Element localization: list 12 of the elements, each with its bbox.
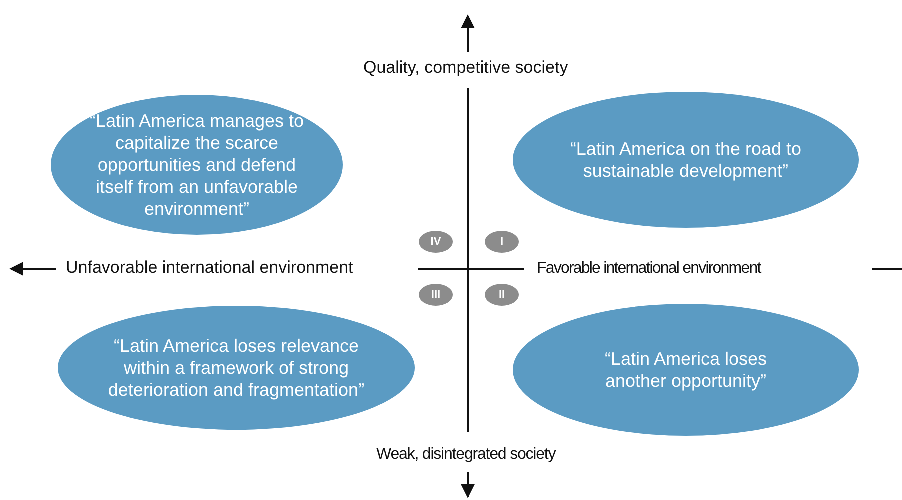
scenario-text: “Latin America loses relevance within a framework of strong deterioration and fragmentation” — [107, 335, 366, 401]
scenario-text: “Latin America manages to capitalize the scarce opportunities and defend itself from an unfavorable environment” — [88, 110, 306, 220]
quadrant-badge: IV — [419, 231, 453, 253]
quadrant-badge: I — [485, 231, 519, 253]
scenario-text: “Latin America on the road to sustainable development” — [569, 138, 803, 182]
axis-label: Favorable international environment — [537, 260, 761, 278]
axis-label: Quality, competitive society — [364, 58, 568, 78]
axis-label: Unfavorable international environment — [66, 258, 354, 278]
axis-label: Weak, disintegrated society — [376, 446, 556, 464]
quadrant-badge: III — [419, 284, 453, 306]
scenario-text: “Latin America loses another opportunity” — [604, 348, 768, 392]
quadrant-badge: II — [485, 284, 519, 306]
